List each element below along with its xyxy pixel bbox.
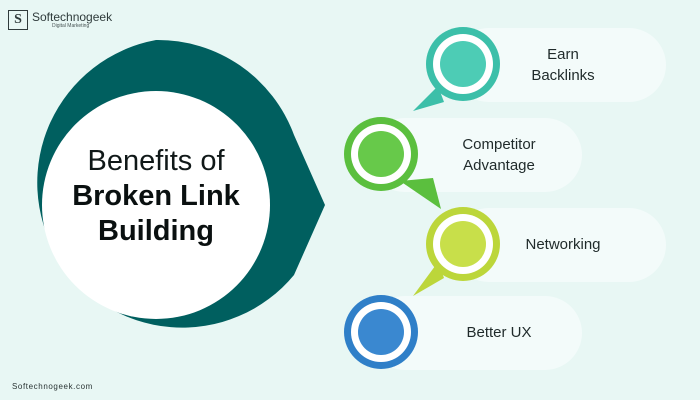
pointer-networking [413, 262, 444, 296]
center-title: Benefits of Broken Link Building [52, 144, 260, 248]
label-earn-backlinks: Earn Backlinks [531, 46, 595, 84]
circle-competitor-advantage [344, 117, 418, 191]
label-better-ux: Better UX [466, 324, 532, 341]
brand-name: Softechnogeek [32, 10, 113, 24]
pill-networking [452, 208, 666, 282]
circle-better-ux [344, 295, 418, 369]
center-title-line3: Building [98, 214, 214, 247]
circle-earn-backlinks [426, 27, 500, 101]
brand-tagline: Digital Marketing [52, 23, 90, 29]
pill-competitor-advantage [368, 118, 582, 192]
pointer-earn-backlinks [413, 86, 444, 111]
label-networking: Networking [525, 236, 601, 253]
pill-earn-backlinks [452, 28, 666, 102]
footer-site: Softechnogeek.com [12, 382, 93, 391]
pill-better-ux [368, 296, 582, 370]
label-competitor-advantage: Competitor Advantage [462, 136, 536, 174]
central-hub [37, 39, 326, 328]
circle-networking [426, 207, 500, 281]
brand-logo: S Softechnogeek Digital Marketing [8, 10, 112, 30]
center-title-line2: Broken Link [72, 179, 240, 212]
logo-mark-icon: S [8, 10, 28, 30]
center-title-line1: Benefits of [87, 145, 225, 177]
pointer-competitor-advantage [400, 178, 441, 209]
